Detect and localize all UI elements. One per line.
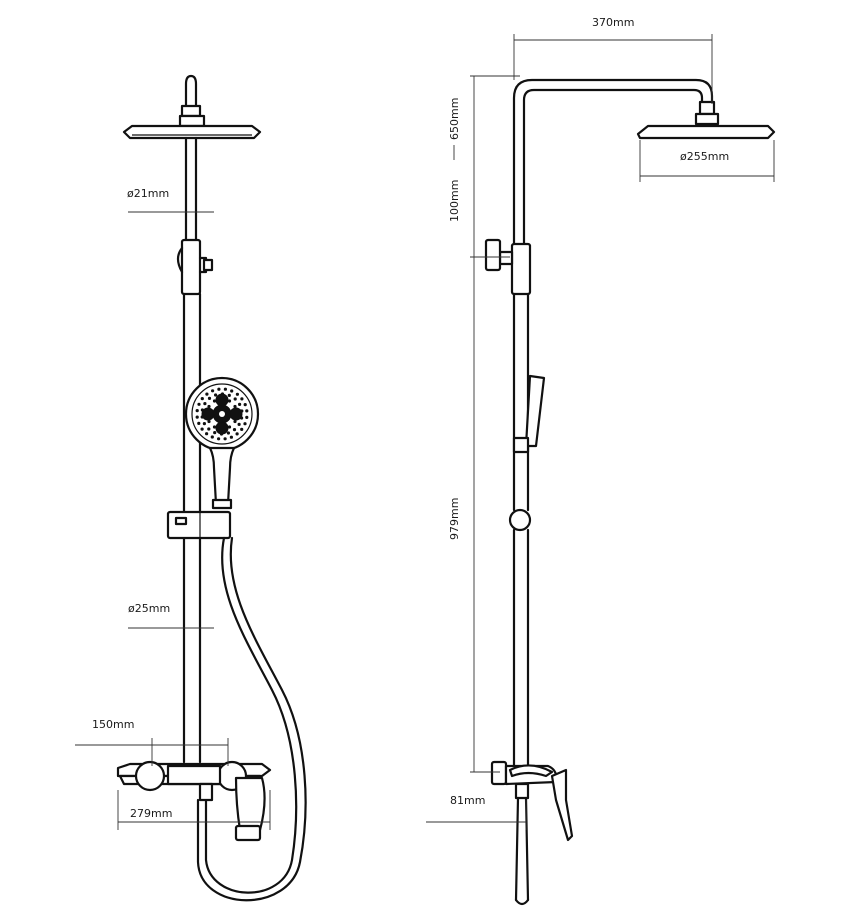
nozzle-dot xyxy=(230,389,234,393)
label-arm-reach: 370mm xyxy=(592,16,634,29)
side-hand-shower xyxy=(524,374,546,448)
side-hose-bottom xyxy=(514,898,530,906)
nozzle-dot xyxy=(217,437,221,441)
front-slide-bracket-screw xyxy=(174,516,188,526)
label-shelf-width: 279mm xyxy=(130,807,172,820)
nozzle-dot xyxy=(229,435,233,439)
front-head-neck xyxy=(178,114,206,128)
label-riser-diameter-bottom: ø25mm xyxy=(128,602,170,615)
side-mixer-wall-knob xyxy=(490,760,508,786)
label-bracket-spacing: 100mm xyxy=(448,180,461,222)
side-diverter-body xyxy=(510,242,532,296)
side-mixer-outlet xyxy=(514,782,530,800)
label-mixer-width: 150mm xyxy=(92,718,134,731)
nozzle-dot xyxy=(212,425,217,429)
side-mixer-lever xyxy=(550,768,574,842)
nozzle-dot xyxy=(238,402,242,406)
side-head-neck xyxy=(694,112,720,126)
nozzle-dot xyxy=(232,428,237,432)
nozzle-dot xyxy=(200,397,204,401)
nozzle-dot xyxy=(223,387,227,391)
nozzle-dot xyxy=(233,397,237,401)
front-shower-hose-outer xyxy=(204,536,298,894)
front-upper-riser xyxy=(184,136,198,242)
nozzle-dot xyxy=(213,431,217,435)
side-overhead-shower-head xyxy=(636,124,776,140)
front-hand-shower-nozzles xyxy=(195,387,249,441)
nozzle-dot xyxy=(212,399,217,403)
nozzle-dot xyxy=(243,422,247,426)
nozzle-dot xyxy=(203,402,207,406)
side-diverter-stem xyxy=(498,250,514,266)
nozzle-dot xyxy=(233,404,237,409)
nozzle-dot xyxy=(197,402,201,406)
side-mixer-shelf xyxy=(508,764,554,778)
front-dimensions xyxy=(75,211,271,830)
front-overhead-shower-head xyxy=(122,124,262,140)
front-mixer-body xyxy=(166,764,222,786)
label-wall-offset: 81mm xyxy=(450,794,485,807)
side-diverter-knob xyxy=(484,238,502,272)
front-diverter-knob xyxy=(202,258,214,272)
nozzle-dot xyxy=(240,397,244,401)
front-mixer-hose-outlet xyxy=(198,782,214,802)
side-upper-riser-and-arm xyxy=(512,78,714,246)
label-riser-diameter-top: ø21mm xyxy=(127,187,169,200)
nozzle-dot xyxy=(235,392,239,396)
side-hand-shower-holder xyxy=(512,436,530,454)
front-hand-shower-flower xyxy=(201,393,243,435)
nozzle-dot xyxy=(207,396,212,400)
nozzle-dot xyxy=(223,437,227,441)
nozzle-dot xyxy=(197,421,201,425)
nozzle-dot xyxy=(195,409,199,413)
nozzle-dot xyxy=(202,422,206,426)
front-hand-shower-handle-end xyxy=(211,498,233,510)
nozzle-dot xyxy=(210,435,214,439)
nozzle-dot xyxy=(207,427,211,431)
front-mixer-left-escutcheon xyxy=(134,760,166,792)
nozzle-dot xyxy=(205,392,209,396)
nozzle-dot xyxy=(227,393,231,397)
nozzle-dot xyxy=(240,427,244,431)
nozzle-dot xyxy=(235,432,239,436)
front-top-elbow xyxy=(184,74,198,110)
nozzle-dot xyxy=(195,415,199,419)
front-view: ø21mm ø25mm 150mm 279mm xyxy=(75,74,307,902)
nozzle-dot xyxy=(205,432,209,436)
front-hand-shower-handle xyxy=(208,446,236,506)
nozzle-dot xyxy=(233,419,237,424)
front-top-nut xyxy=(180,104,202,118)
side-dimensions xyxy=(426,34,775,830)
nozzle-dot xyxy=(226,431,230,435)
nozzle-dot xyxy=(227,399,232,403)
nozzle-dot xyxy=(227,425,232,429)
nozzle-dot xyxy=(200,427,204,431)
nozzle-dot xyxy=(245,409,249,413)
nozzle-dot xyxy=(207,404,211,409)
nozzle-dot xyxy=(214,393,218,397)
nozzle-dot xyxy=(243,403,247,407)
front-diverter-body xyxy=(180,238,202,296)
front-diverter-ring xyxy=(176,246,184,274)
front-mixer-lever-tip xyxy=(234,824,262,842)
label-head-diameter: ø255mm xyxy=(680,150,729,163)
nozzle-dot xyxy=(211,389,215,393)
label-riser-length: 979mm xyxy=(448,498,461,540)
side-slide-bracket-knob xyxy=(508,508,532,532)
nozzle-dot xyxy=(237,422,241,426)
front-shower-hose-inner xyxy=(196,536,307,902)
side-view: 370mm ø255mm 650mm 100mm 979mm 81mm xyxy=(426,16,776,906)
label-arm-height: 650mm xyxy=(448,98,461,140)
nozzle-dot xyxy=(207,419,211,424)
nozzle-dot xyxy=(245,415,249,419)
nozzle-dot xyxy=(217,387,221,391)
front-hand-shower-face xyxy=(191,383,253,445)
